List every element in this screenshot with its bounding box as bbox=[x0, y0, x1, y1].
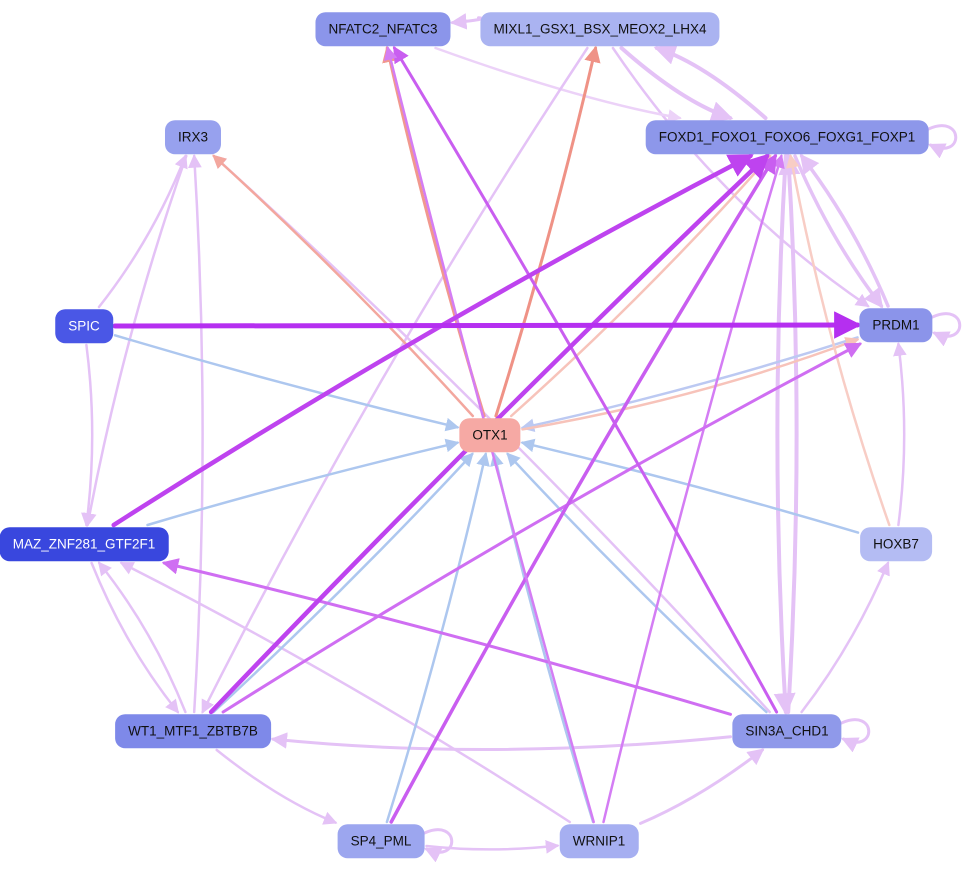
edge-FOXD1_FOXO1_FOXO6_FOXG1_FOXP1-to-MIXL1_GSX1_BSX_MEOX2_LHX4 bbox=[653, 43, 768, 120]
edge-WT1_MTF1_ZBTB7B-to-PRDM1 bbox=[221, 342, 863, 714]
edge-SIN3A_CHD1-to-HOXB7 bbox=[800, 561, 890, 714]
edge-SP4_PML-to-FOXD1_FOXO1_FOXO6_FOXG1_FOXP1 bbox=[389, 153, 778, 824]
edge-SIN3A_CHD1-to-FOXD1_FOXO1_FOXO6_FOXG1_FOXP1 bbox=[778, 152, 801, 714]
edge-WT1_MTF1_ZBTB7B-to-IRX3 bbox=[188, 153, 204, 714]
edge-FOXD1_FOXO1_FOXO6_FOXG1_FOXP1-to-SIN3A_CHD1 bbox=[773, 154, 796, 716]
node-HOXB7[interactable]: HOXB7 bbox=[860, 527, 932, 561]
edge-OTX1-to-MIXL1_GSX1_BSX_MEOX2_LHX4 bbox=[494, 45, 601, 418]
edge-SPIC-to-OTX1 bbox=[113, 334, 460, 432]
node-MIXL1_GSX1_BSX_MEOX2_LHX4[interactable]: MIXL1_GSX1_BSX_MEOX2_LHX4 bbox=[480, 12, 720, 46]
edge-MIXL1_GSX1_BSX_MEOX2_LHX4-to-FOXD1_FOXO1_FOXO6_FOXG1_FOXP1 bbox=[619, 46, 734, 123]
edge-MIXL1_GSX1_BSX_MEOX2_LHX4-to-NFATC2_NFATC3 bbox=[450, 13, 484, 30]
edge-SIN3A_CHD1-to-NFATC2_NFATC3 bbox=[392, 45, 779, 714]
edge-MAZ_ZNF281_GTF2F1-to-FOXD1_FOXO1_FOXO6_FOXG1_FOXP1 bbox=[111, 153, 754, 528]
edge-WRNIP1-to-FOXD1_FOXO1_FOXO6_FOXG1_FOXP1 bbox=[602, 154, 785, 824]
edge-SP4_PML-to-WRNIP1 bbox=[425, 840, 560, 854]
edge-SPIC-to-PRDM1 bbox=[112, 311, 862, 339]
node-FOXD1_FOXO1_FOXO6_FOXG1_FOXP1[interactable]: FOXD1_FOXO1_FOXO6_FOXG1_FOXP1 bbox=[645, 120, 929, 154]
edge-WT1_MTF1_ZBTB7B-to-MAZ_ZNF281_GTF2F1 bbox=[97, 561, 187, 714]
node-SIN3A_CHD1[interactable]: SIN3A_CHD1 bbox=[732, 714, 842, 748]
edge-HOXB7-to-FOXD1_FOXO1_FOXO6_FOXG1_FOXP1 bbox=[786, 153, 891, 527]
edge-SP4_PML-to-OTX1 bbox=[385, 451, 490, 824]
edge-OTX1-to-PRDM1 bbox=[521, 337, 860, 431]
node-PRDM1[interactable]: PRDM1 bbox=[859, 308, 933, 342]
edge-PRDM1-to-PRDM1 bbox=[931, 312, 962, 347]
edge-MAZ_ZNF281_GTF2F1-to-WT1_MTF1_ZBTB7B bbox=[90, 561, 180, 714]
node-IRX3[interactable]: IRX3 bbox=[164, 120, 222, 154]
node-SP4_PML[interactable]: SP4_PML bbox=[337, 824, 425, 858]
node-WT1_MTF1_ZBTB7B[interactable]: WT1_MTF1_ZBTB7B bbox=[115, 714, 271, 748]
edge-PRDM1-to-FOXD1_FOXO1_FOXO6_FOXG1_FOXP1 bbox=[799, 153, 890, 308]
edge-SIN3A_CHD1-to-SIN3A_CHD1 bbox=[840, 718, 871, 753]
edge-OTX1-to-IRX3 bbox=[212, 154, 475, 418]
edge-MAZ_ZNF281_GTF2F1-to-OTX1 bbox=[146, 438, 460, 527]
edge-HOXB7-to-OTX1 bbox=[520, 438, 860, 534]
edge-WRNIP1-to-MAZ_ZNF281_GTF2F1 bbox=[119, 561, 572, 824]
edge-HOXB7-to-PRDM1 bbox=[893, 341, 907, 527]
edge-FOXD1_FOXO1_FOXO6_FOXG1_FOXP1-to-FOXD1_FOXO1_FOXO6_FOXG1_FOXP1 bbox=[927, 124, 958, 159]
edge-NFATC2_NFATC3-to-FOXD1_FOXO1_FOXO6_FOXG1_FOXP1 bbox=[434, 46, 682, 123]
edge-SIN3A_CHD1-to-MAZ_ZNF281_GTF2F1 bbox=[161, 558, 732, 716]
edge-WT1_MTF1_ZBTB7B-to-SP4_PML bbox=[215, 748, 338, 825]
edge-SIN3A_CHD1-to-OTX1 bbox=[506, 452, 768, 714]
node-WRNIP1[interactable]: WRNIP1 bbox=[559, 824, 639, 858]
edge-SP4_PML-to-SP4_PML bbox=[423, 828, 454, 863]
edge-MIXL1_GSX1_BSX_MEOX2_LHX4-to-WT1_MTF1_ZBTB7B bbox=[201, 46, 589, 714]
edge-WT1_MTF1_ZBTB7B-to-OTX1 bbox=[212, 452, 474, 714]
edge-IRX3-to-MAZ_ZNF281_GTF2F1 bbox=[83, 154, 188, 528]
edge-SPIC-to-IRX3 bbox=[97, 154, 188, 309]
edge-OTX1-to-FOXD1_FOXO1_FOXO6_FOXG1_FOXP1 bbox=[509, 154, 772, 418]
edge-WRNIP1-to-SIN3A_CHD1 bbox=[639, 748, 765, 825]
edge-SPIC-to-MAZ_ZNF281_GTF2F1 bbox=[81, 343, 95, 528]
node-OTX1[interactable]: OTX1 bbox=[459, 418, 521, 452]
edge-PRDM1-to-OTX1 bbox=[520, 336, 859, 433]
node-NFATC2_NFATC3[interactable]: NFATC2_NFATC3 bbox=[315, 12, 451, 46]
node-SPIC[interactable]: SPIC bbox=[55, 309, 113, 343]
edge-FOXD1_FOXO1_FOXO6_FOXG1_FOXP1-to-PRDM1 bbox=[793, 154, 884, 309]
node-MAZ_ZNF281_GTF2F1[interactable]: MAZ_ZNF281_GTF2F1 bbox=[0, 527, 169, 561]
edge-SIN3A_CHD1-to-WT1_MTF1_ZBTB7B bbox=[270, 732, 732, 751]
